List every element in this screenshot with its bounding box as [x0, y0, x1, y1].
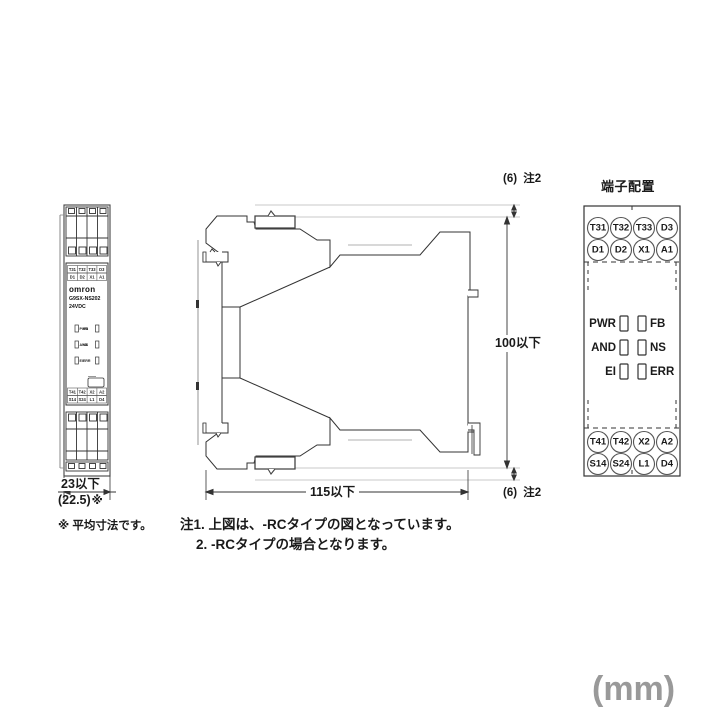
- fv-term-t33: T33: [88, 267, 96, 272]
- side-view-geometry: [196, 204, 520, 481]
- fv-term-d3: D3: [99, 267, 105, 272]
- front-view-voltage: 24VDC: [69, 304, 86, 310]
- front-view-geometry: [59, 204, 111, 477]
- bottom-gap-value: (6): [503, 487, 518, 499]
- ta-term-t42: T42: [613, 437, 629, 448]
- ta-term-x1: X1: [638, 245, 650, 256]
- fv-led-err: ERR: [83, 359, 91, 363]
- ta-term-t32: T32: [613, 223, 629, 234]
- fv-term-t31: T31: [69, 267, 77, 272]
- ta-term-t33: T33: [636, 223, 652, 234]
- unit-label: (mm): [592, 670, 676, 708]
- ta-term-d4: D4: [661, 459, 674, 470]
- ta-led-fb: FB: [650, 318, 665, 330]
- fv-term-s24: S24: [79, 397, 87, 402]
- front-view-width-label: 23以下: [60, 477, 101, 491]
- fv-term-d2: D2: [80, 274, 86, 279]
- ta-term-d2: D2: [615, 245, 627, 256]
- bottom-gap-note-ref: 注2: [523, 487, 542, 499]
- fv-term-l1: L1: [90, 397, 96, 402]
- fv-term-t32: T32: [79, 267, 87, 272]
- fv-term-d1: D1: [70, 274, 76, 279]
- top-gap-note-ref: 注2: [523, 173, 542, 185]
- fv-term-s14: S14: [69, 397, 77, 402]
- terminal-arrangement-text: T31 T32 T33 D3 D1 D2 X1 A1 T41 T42 X2 A2…: [589, 223, 675, 470]
- avg-marker-asterisk: ※: [91, 495, 103, 507]
- ta-term-s24: S24: [613, 459, 631, 470]
- fv-term-t42: T42: [79, 389, 87, 394]
- ta-led-ei: EI: [605, 366, 616, 378]
- length-dimension-label: 115以下: [306, 485, 360, 500]
- asterisk-note: ※ 平均寸法です。: [58, 520, 152, 532]
- ta-term-t31: T31: [590, 223, 607, 234]
- fv-term-x1: X1: [89, 274, 95, 279]
- fv-term-t41: T41: [69, 389, 77, 394]
- fv-term-d4: D4: [99, 397, 105, 402]
- top-gap-value: (6): [503, 173, 518, 185]
- top-gap-dimension-label: (6) 注2: [503, 173, 542, 186]
- note-line-2: 2. -RCタイプの場合となります。: [196, 537, 396, 552]
- fv-term-x2: X2: [89, 389, 95, 394]
- ta-term-t41: T41: [590, 437, 607, 448]
- ta-term-l1: L1: [638, 459, 650, 470]
- terminal-arrangement-geometry: [583, 205, 681, 477]
- fv-led-fb: FB: [83, 327, 88, 331]
- ta-term-d3: D3: [661, 223, 673, 234]
- front-view-width-avg-value: (22.5): [58, 493, 91, 507]
- ta-term-x2: X2: [638, 437, 650, 448]
- ta-term-a2: A2: [661, 437, 673, 448]
- ta-term-a1: A1: [661, 245, 674, 256]
- bottom-gap-dimension-label: (6) 注2: [503, 487, 542, 500]
- ta-led-ns: NS: [650, 342, 666, 354]
- height-dimension-label: 100以下: [494, 335, 542, 352]
- fv-led-pwr: PWR: [80, 327, 89, 331]
- front-view-width-avg-label: (22.5)※: [58, 494, 103, 508]
- front-view-brand: omron: [69, 285, 95, 294]
- front-view-model: G9SX-NS202: [69, 296, 101, 302]
- front-view-face-text: omron G9SX-NS202 24VDC T31 T32 T33 D3 D1…: [69, 267, 105, 402]
- fv-term-a1: A1: [99, 274, 105, 279]
- ta-term-d1: D1: [592, 245, 605, 256]
- ta-term-s14: S14: [590, 459, 608, 470]
- fv-led-ei: EI: [80, 359, 83, 363]
- fv-led-and: AND: [80, 343, 88, 347]
- ta-led-and: AND: [591, 342, 616, 354]
- ta-led-pwr: PWR: [589, 318, 617, 330]
- ta-led-err: ERR: [650, 366, 675, 378]
- fv-term-a2: A2: [99, 389, 105, 394]
- note-line-1: 注1. 上図は、-RCタイプの図となっています。: [180, 517, 460, 532]
- terminal-arrangement-title: 端子配置: [601, 179, 656, 194]
- fv-led-ns: NS: [83, 343, 89, 347]
